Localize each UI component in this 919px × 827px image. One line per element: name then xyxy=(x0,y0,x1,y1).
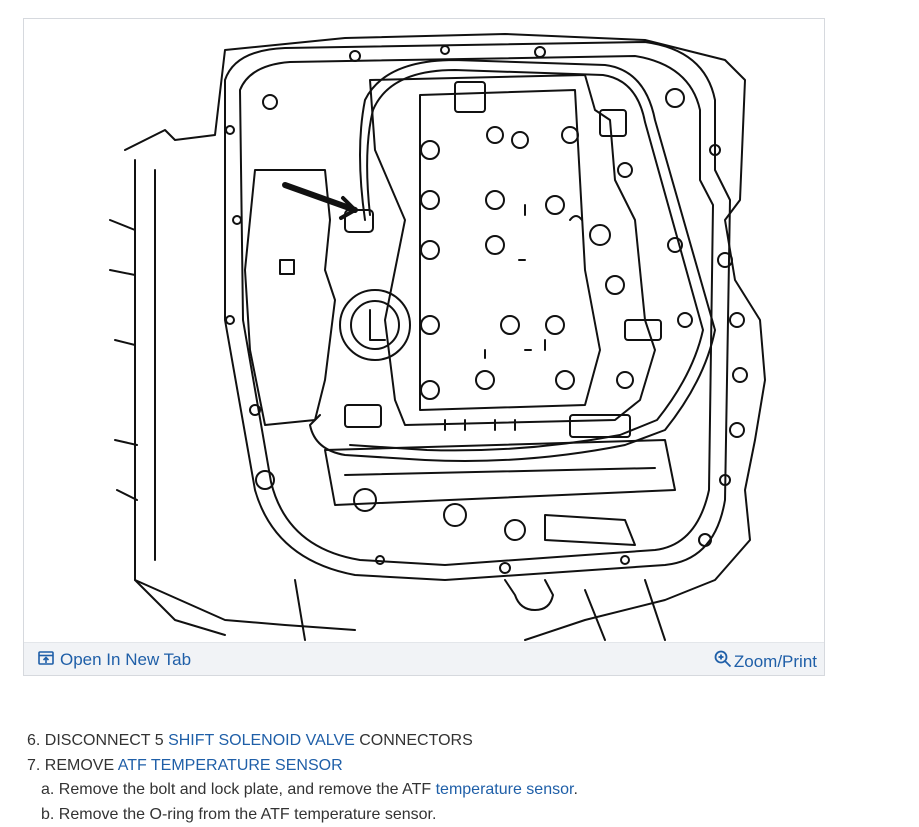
temperature-sensor-link[interactable]: temperature sensor xyxy=(436,781,574,798)
zoom-in-icon xyxy=(714,650,732,673)
figure-toolbar: Open In New Tab Zoom/Print xyxy=(24,642,824,675)
open-in-new-tab-label: Open In New Tab xyxy=(60,650,191,670)
transmission-valve-body-diagram[interactable] xyxy=(25,20,823,642)
step-7a: a. Remove the bolt and lock plate, and r… xyxy=(27,778,907,803)
step-7: 7. REMOVE ATF TEMPERATURE SENSOR xyxy=(27,754,907,779)
diagram-figure: Open In New Tab Zoom/Print xyxy=(23,18,825,676)
procedure-steps: 6. DISCONNECT 5 SHIFT SOLENOID VALVE CON… xyxy=(27,729,907,827)
step-7-text: 7. REMOVE xyxy=(27,757,118,774)
zoom-print-link[interactable]: Zoom/Print xyxy=(714,650,817,673)
step-7b-text: b. Remove the O-ring from the ATF temper… xyxy=(41,806,436,823)
step-6-suffix: CONNECTORS xyxy=(355,732,473,749)
open-new-tab-icon xyxy=(38,650,54,670)
open-in-new-tab-link[interactable]: Open In New Tab xyxy=(38,650,191,670)
zoom-print-label: Zoom/Print xyxy=(734,652,817,672)
step-7a-text: a. Remove the bolt and lock plate, and r… xyxy=(41,781,436,798)
step-6-text: 6. DISCONNECT 5 xyxy=(27,732,168,749)
step-7b: b. Remove the O-ring from the ATF temper… xyxy=(27,803,907,827)
shift-solenoid-valve-link[interactable]: SHIFT SOLENOID VALVE xyxy=(168,732,355,749)
step-7a-suffix: . xyxy=(573,781,577,798)
atf-temperature-sensor-link[interactable]: ATF TEMPERATURE SENSOR xyxy=(118,757,343,774)
step-6: 6. DISCONNECT 5 SHIFT SOLENOID VALVE CON… xyxy=(27,729,907,754)
